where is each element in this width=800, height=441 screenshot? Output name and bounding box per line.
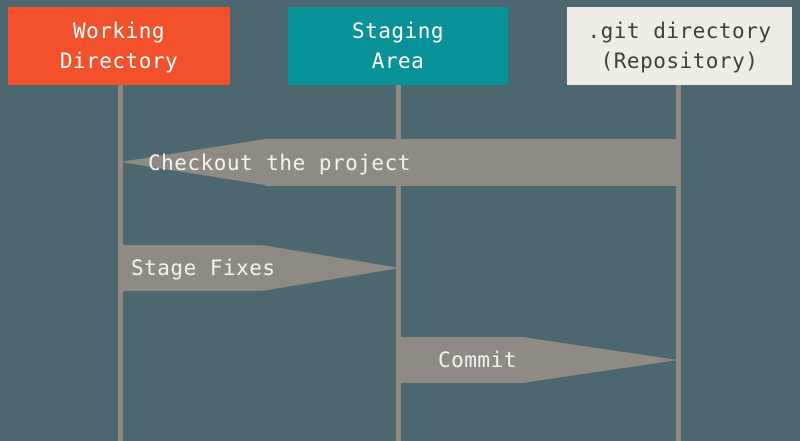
- node-git-directory-line1: .git directory: [587, 19, 772, 43]
- node-working-directory-line1: Working: [72, 19, 165, 43]
- lifeline-git-directory: [676, 85, 681, 441]
- arrow-shaft: [265, 139, 678, 186]
- node-working-directory-line2: Directory: [59, 49, 179, 73]
- arrow-label-commit: Commit: [438, 348, 517, 372]
- arrow-shaft: [120, 245, 262, 291]
- node-staging-area: Staging Area: [288, 7, 508, 85]
- arrow-label-stage-fixes: Stage Fixes: [131, 256, 276, 280]
- arrow-checkout-the-project: [120, 139, 678, 186]
- arrow-head-right-icon: [522, 337, 678, 383]
- node-staging-area-line2: Area: [371, 49, 425, 73]
- node-git-directory-line2: (Repository): [600, 49, 759, 73]
- node-working-directory: Working Directory: [8, 7, 230, 85]
- arrow-shaft: [401, 337, 522, 383]
- arrow-label-checkout: Checkout the project: [148, 151, 411, 175]
- arrow-head-right-icon: [262, 245, 400, 291]
- arrow-commit: [401, 337, 678, 383]
- arrow-head-left-icon: [120, 139, 265, 185]
- arrow-stage-fixes: [120, 245, 400, 291]
- node-staging-area-line1: Staging: [351, 19, 444, 43]
- node-git-directory: .git directory (Repository): [567, 7, 792, 85]
